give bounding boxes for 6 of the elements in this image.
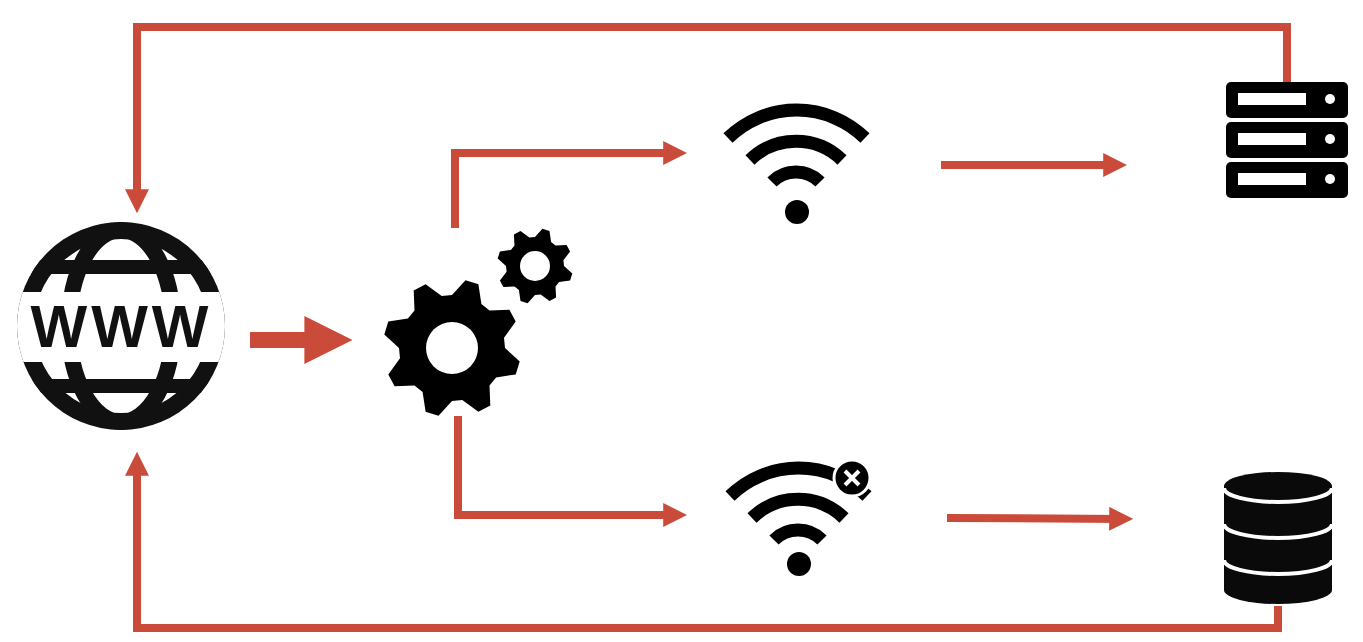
arrow: [250, 316, 353, 364]
arrow: [125, 23, 1291, 214]
arrow: [125, 451, 1282, 632]
globe-label: WWW: [30, 296, 213, 357]
arrow: [946, 506, 1134, 531]
arrow: [454, 416, 688, 527]
